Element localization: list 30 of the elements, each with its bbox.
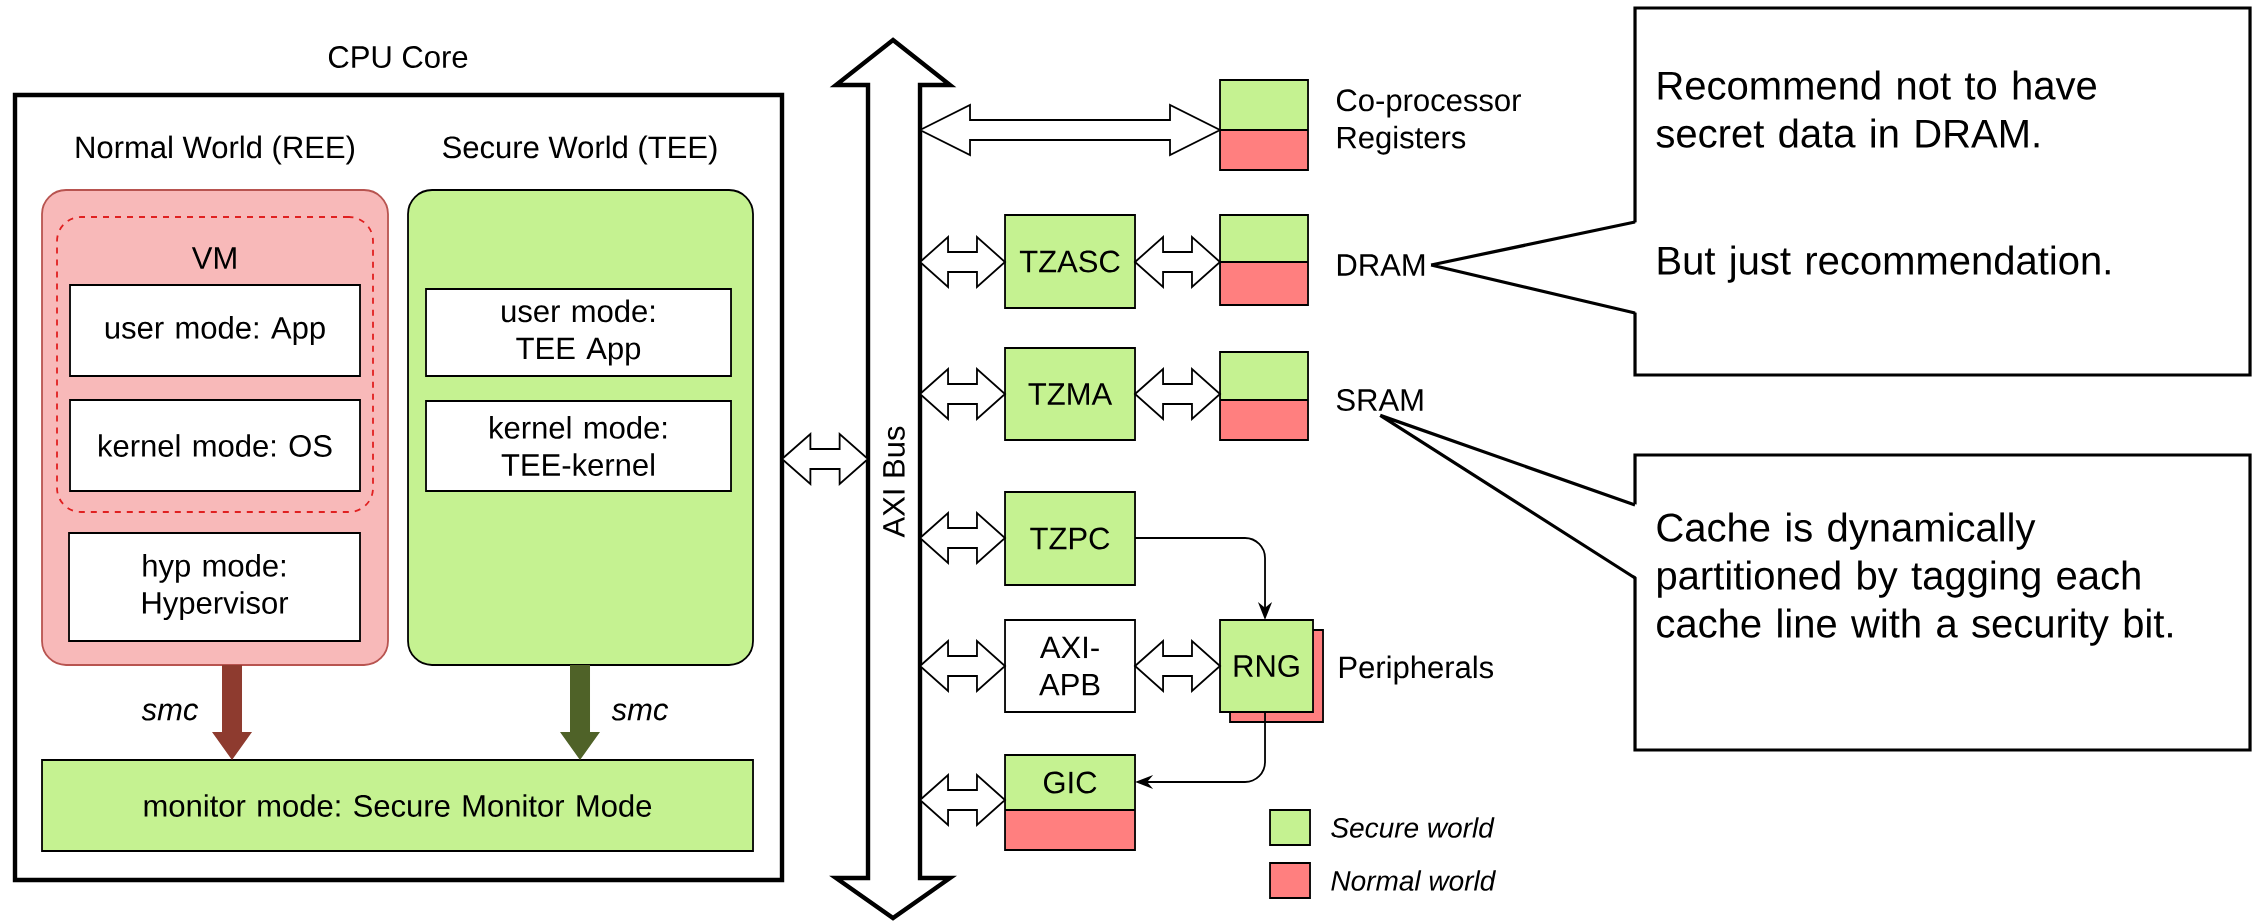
component-label: Peripherals <box>1339 655 1494 685</box>
edge-label: smc <box>611 703 669 721</box>
node-label: CPU Core <box>328 46 468 68</box>
mode-box: kernel mode: TEE-kernel <box>425 400 732 492</box>
controller-box: TZASC <box>1004 214 1136 309</box>
mode-box: user mode: TEE App <box>425 288 732 377</box>
node-label: Secure World (TEE) <box>443 135 717 165</box>
memory-block <box>1219 214 1309 306</box>
legend-label: Normal world <box>1331 870 1496 891</box>
edge-label: smc <box>141 703 199 721</box>
mode-box: kernel mode: OS <box>69 399 361 492</box>
callout-tail <box>1429 220 1638 315</box>
memory-label: DRAM <box>1337 254 1425 276</box>
arrow <box>212 665 252 760</box>
legend-label: Secure world <box>1331 817 1495 838</box>
memory-block <box>1219 351 1309 441</box>
callout-box: Cache is dynamically partitioned by tagging each cache line with a security bit. <box>1633 453 2252 752</box>
callout-tail <box>1378 413 1638 580</box>
memory-label: SRAM <box>1336 389 1423 411</box>
callout-box: Recommend not to have secret data in DRAM. But just recommendation. <box>1633 6 2252 377</box>
component-label: Co-processor Registers <box>1337 89 1521 155</box>
controller-box: TZMA <box>1004 347 1136 441</box>
controller-box: TZPC <box>1004 491 1136 586</box>
controller-box: GIC <box>1004 754 1136 851</box>
bridge-box: AXI-APB <box>1004 619 1136 713</box>
mode-box: monitor mode: Secure Monitor Mode <box>41 759 754 852</box>
node-label: Normal World (REE) <box>76 135 354 165</box>
mode-box: user mode: App <box>69 284 361 377</box>
mode-box: hyp mode: Hypervisor <box>68 532 361 642</box>
arrow <box>560 665 600 760</box>
